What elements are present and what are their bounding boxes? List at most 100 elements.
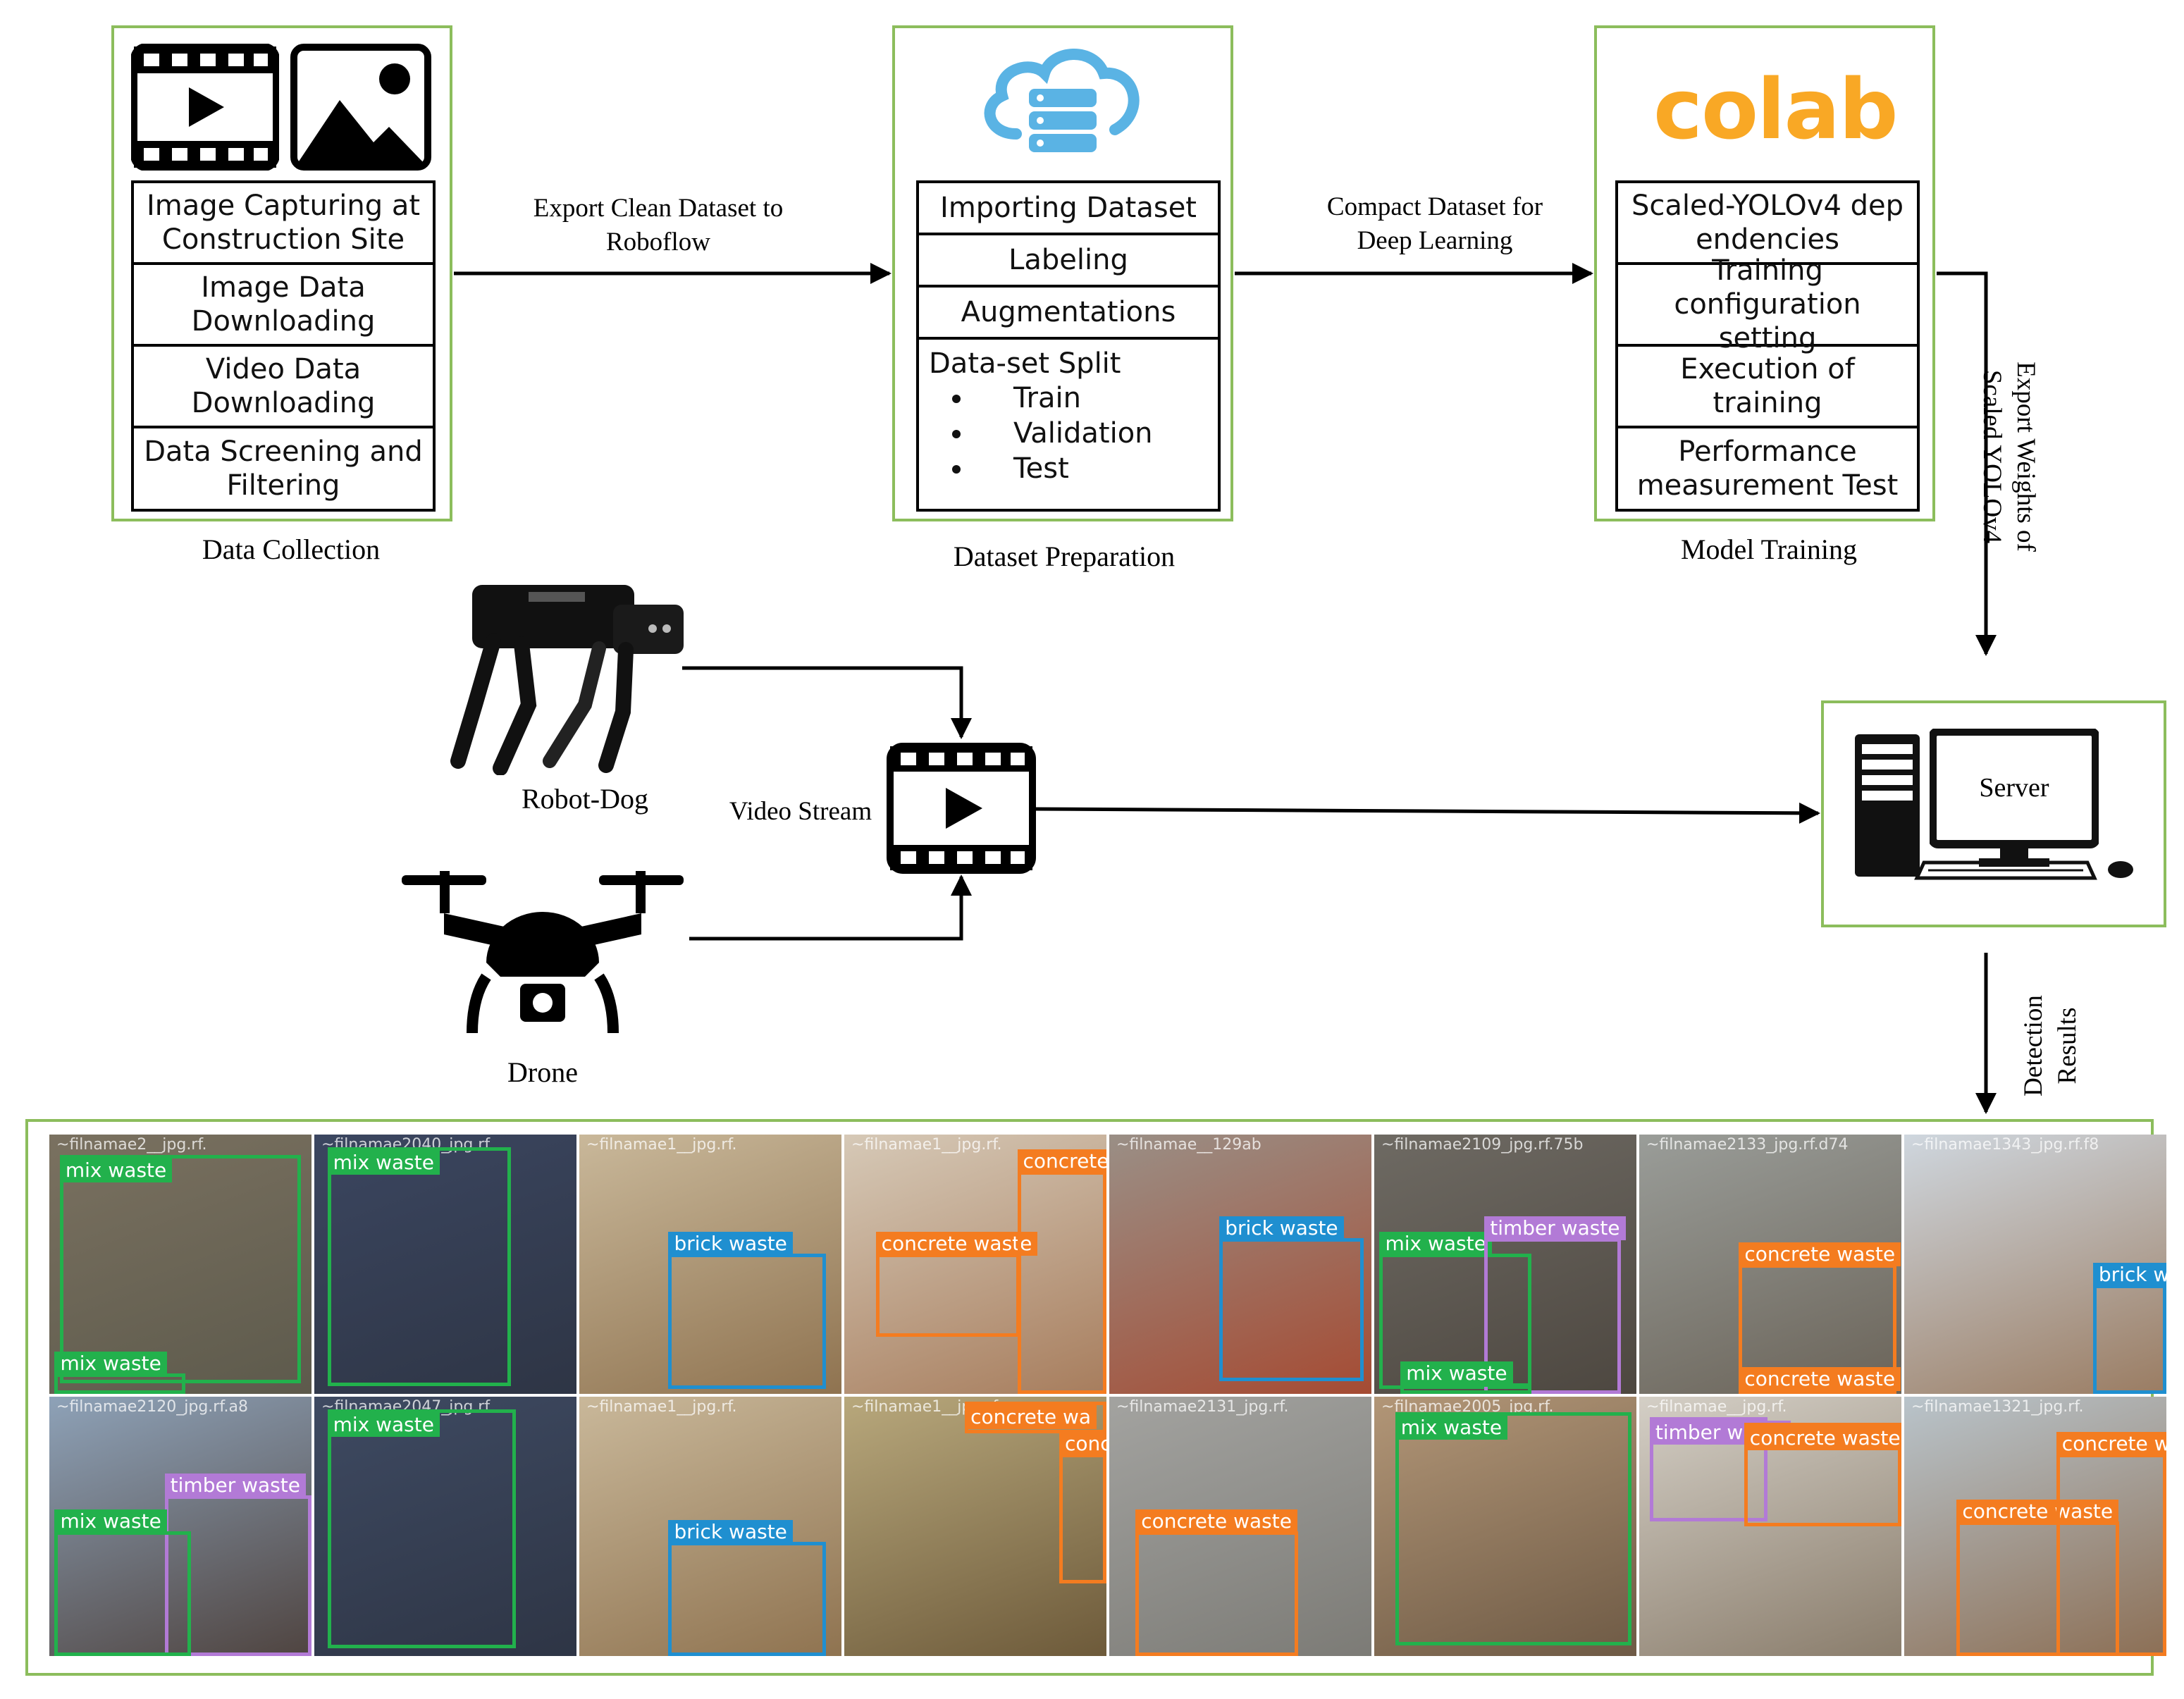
step-data-screening: Data Screening and Filtering (144, 435, 423, 502)
split-item-validation: Validation (974, 416, 1208, 451)
detection-label: concrete (1017, 1149, 1106, 1173)
detection-label: timber waste (164, 1473, 306, 1497)
drone-caption: Drone (507, 1056, 578, 1088)
arrow-drone-to-stream (689, 875, 972, 941)
robot-dog-icon (444, 571, 698, 776)
image-filename: ~filnamae1343_jpg.rf.f8 (1911, 1136, 2099, 1154)
step-execution-training: Execution of training (1618, 347, 1917, 428)
detection-label: concrete waste (1135, 1509, 1297, 1534)
detection-box: timber waste (1484, 1216, 1626, 1394)
detection-box: brick waste (1219, 1216, 1364, 1381)
detection-label: mix waste (54, 1351, 167, 1376)
image-filename: ~filnamae2109_jpg.rf.75b (1381, 1136, 1584, 1154)
step-image-downloading: Image Data Downloading (134, 265, 433, 347)
step-image-capturing: Image Capturing at Construction Site (134, 183, 433, 265)
image-filename: ~filnamae1__jpg.rf. (851, 1136, 1002, 1154)
detection-box: concrete waste (1744, 1422, 1901, 1526)
detection-label: brick waste (668, 1520, 793, 1545)
detection-result-image: ~filnamae1__jpg.rf.brick waste (579, 1135, 841, 1394)
label-video-stream: Video Stream (729, 797, 872, 826)
mouse-icon (2106, 858, 2135, 881)
detection-label: mix waste (327, 1413, 440, 1438)
detection-result-image: ~filnamae2047_jpg.rf.mix waste (314, 1397, 576, 1656)
step-yolov4-dependencies: Scaled-YOLOv4 dep endencies (1618, 183, 1917, 265)
image-filename: ~filnamae2131_jpg.rf. (1116, 1398, 1289, 1416)
arrow-robotdog-to-stream (682, 666, 972, 739)
detection-box: brick waste (668, 1520, 826, 1656)
detection-box: concrete waste (1956, 1499, 2120, 1656)
dataset-preparation-steps: Importing Dataset Labeling Augmentations… (916, 180, 1221, 512)
server-tower-icon (1852, 731, 1923, 879)
image-icon (290, 44, 431, 171)
step-augmentations: Augmentations (919, 288, 1218, 340)
detection-label: concrete waste (875, 1232, 1038, 1256)
image-filename: ~filnamae1__jpg.rf. (586, 1398, 737, 1416)
drone-icon (402, 871, 684, 1034)
model-training-steps: Scaled-YOLOv4 dep endencies Training con… (1615, 180, 1920, 512)
label-detection-results: Detection Results (2019, 995, 2082, 1096)
detection-label: concrete wa (965, 1405, 1097, 1430)
colab-logo: colab (1653, 61, 1899, 158)
video-stream-icon (887, 743, 1036, 874)
detection-box: concrete wa (965, 1402, 1106, 1433)
server-monitor-icon (1928, 727, 2100, 870)
detection-box: concrete waste (875, 1232, 1038, 1337)
detection-label: concrete wa (2056, 1431, 2166, 1456)
dataset-split-title: Data-set Split (929, 347, 1121, 380)
step-performance-test: Performance measurement Test (1636, 435, 1899, 502)
detection-label: mix waste (54, 1509, 167, 1534)
detection-label: mix waste (327, 1151, 440, 1175)
arrow-stream-to-server (1035, 802, 1820, 824)
detection-label: concrete waste (1744, 1426, 1901, 1450)
image-filename: ~filnamae2120_jpg.rf.a8 (56, 1398, 248, 1416)
image-filename: ~filnamae1__jpg.rf. (586, 1136, 737, 1154)
image-filename: ~filnamae__129ab (1116, 1136, 1261, 1154)
detection-label: brick waste (1219, 1216, 1344, 1241)
cloud-database-icon (974, 42, 1150, 169)
detection-label: mix waste (1379, 1232, 1492, 1256)
split-item-train: Train (974, 381, 1208, 416)
step-labeling: Labeling (919, 235, 1218, 288)
image-filename: ~filnamae2133_jpg.rf.d74 (1646, 1136, 1849, 1154)
detection-box: concrete waste (1739, 1366, 1901, 1394)
detection-result-image: ~filnamae2005_jpg.rf.mix waste (1374, 1397, 1636, 1656)
detection-label: brick waste (668, 1232, 793, 1256)
detection-box: mix waste (54, 1509, 191, 1656)
detection-box: brick w (2092, 1263, 2166, 1394)
robot-dog-caption: Robot-Dog (522, 783, 648, 815)
video-file-icon (130, 43, 280, 171)
data-collection-steps: Image Capturing at Construction Site Ima… (131, 180, 436, 512)
detection-box: concrete wa (2056, 1431, 2166, 1656)
keyboard-icon (1914, 860, 2097, 881)
detection-result-image: ~filnamae2040_jpg.rf.mix waste (314, 1135, 576, 1394)
detection-result-image: ~filnamae1__jpg.rf.brick waste (579, 1397, 841, 1656)
step-importing-dataset: Importing Dataset (919, 183, 1218, 235)
detection-box: mix waste (327, 1147, 511, 1386)
detection-result-image: ~filnamae1__jpg.rf. concrete waste concret… (844, 1135, 1106, 1394)
detection-box: concr (1059, 1431, 1106, 1583)
detection-label: concrete waste (1956, 1499, 2119, 1524)
detection-box: concrete waste (1135, 1509, 1298, 1656)
server-panel: Server (1821, 700, 2166, 927)
detection-box: mix waste (327, 1409, 517, 1648)
detection-result-image: ~filnamae1__jpg.rf.concrconcrete wa (844, 1397, 1106, 1656)
step-video-downloading: Video Data Downloading (134, 347, 433, 428)
detection-label: mix waste (59, 1159, 173, 1183)
dataset-preparation-panel: Importing Dataset Labeling Augmentations… (892, 25, 1233, 521)
detection-box: brick waste (668, 1232, 826, 1389)
server-label: Server (1979, 773, 2049, 803)
detection-label: concr (1059, 1431, 1106, 1456)
detection-box: concrete (1017, 1149, 1106, 1394)
arrow-training-to-server (1937, 271, 1997, 656)
detection-label: mix waste (1395, 1416, 1508, 1440)
split-item-test: Test (974, 451, 1208, 486)
